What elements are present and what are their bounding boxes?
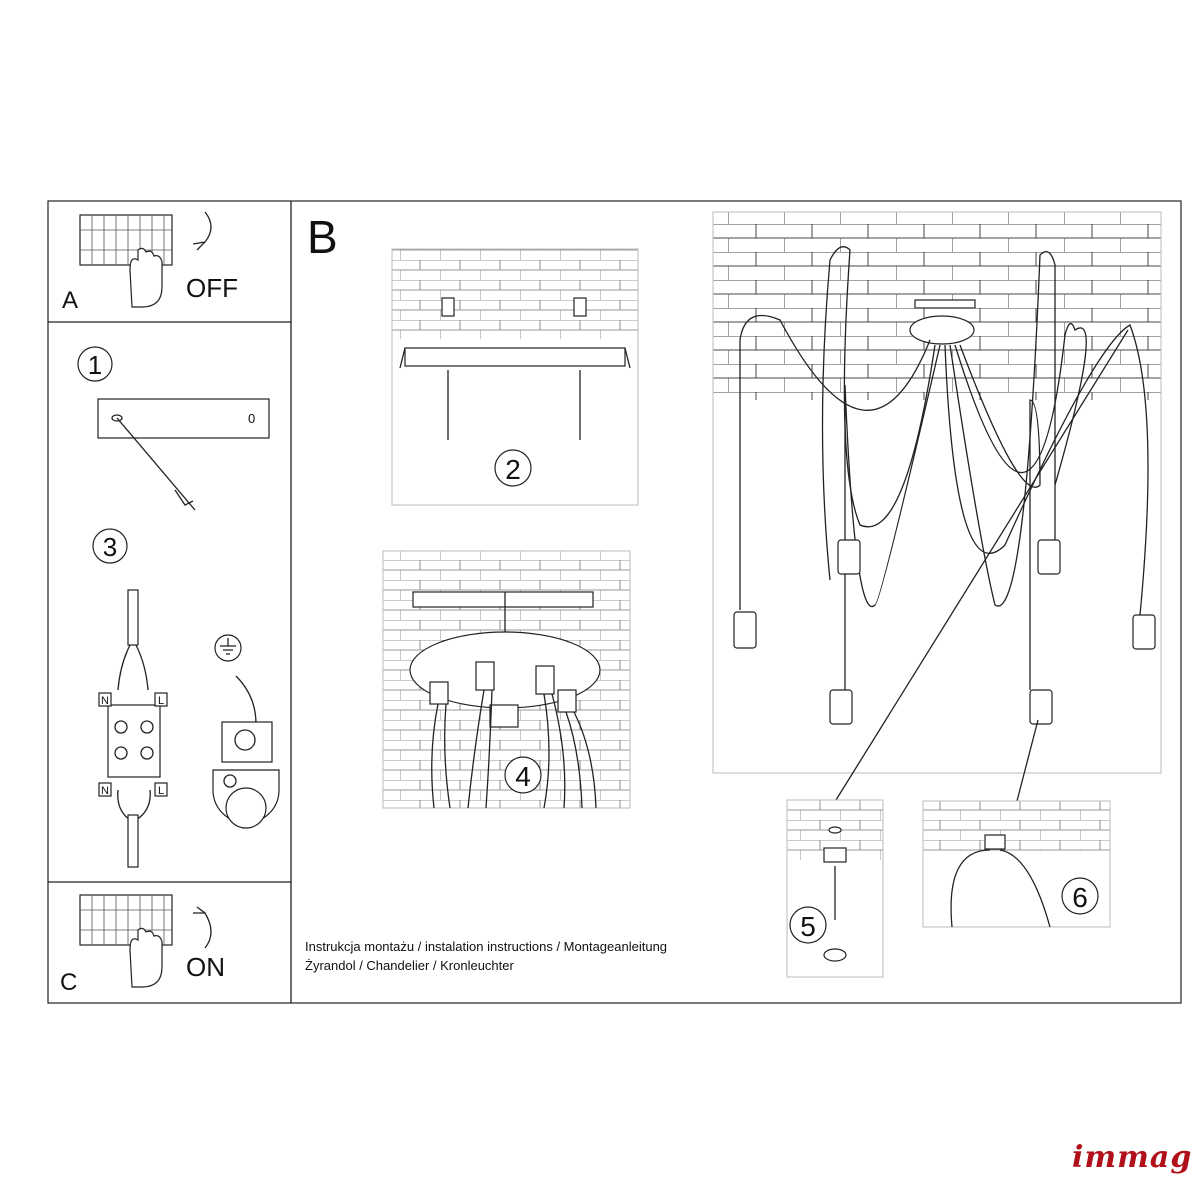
ground-icon [214, 634, 242, 662]
step-3-wiring: 3 N L N L [92, 528, 280, 868]
step-a-label: A [62, 287, 78, 314]
caption-line-1: Instrukcja montażu / instalation instruc… [305, 939, 668, 954]
svg-text:3: 3 [103, 532, 117, 562]
step-1-mounting-plate: 1 0 [77, 346, 270, 511]
arrow-down-icon [192, 211, 212, 251]
svg-text:N: N [101, 785, 109, 797]
hand-icon [129, 247, 163, 308]
step-6-cable-hook: 6 [922, 800, 1111, 928]
step-b-label: B [307, 211, 338, 263]
hand-icon [129, 927, 163, 988]
step-2-bracket: 2 [391, 248, 639, 506]
svg-text:L: L [158, 785, 164, 797]
assembled-chandelier [712, 211, 1162, 802]
svg-text:2: 2 [505, 454, 521, 485]
caption: Instrukcja montażu / instalation instruc… [305, 937, 667, 975]
svg-text:N: N [101, 695, 109, 707]
svg-text:ON: ON [186, 952, 225, 982]
svg-text:1: 1 [88, 350, 102, 380]
step-4-canopy: 4 [382, 550, 631, 809]
off-label: OFF [186, 273, 238, 303]
svg-text:C: C [60, 969, 77, 996]
svg-text:0: 0 [248, 411, 255, 426]
step-5-socket: 5 [786, 799, 884, 978]
brand-logo: immag [1072, 1140, 1193, 1175]
svg-text:L: L [158, 695, 164, 707]
step-a-breaker-off: A OFF [62, 211, 238, 314]
svg-text:5: 5 [800, 911, 816, 942]
caption-line-2: Żyrandol / Chandelier / Kronleuchter [305, 958, 514, 973]
svg-text:4: 4 [515, 761, 531, 792]
arrow-up-icon [193, 906, 212, 949]
svg-text:6: 6 [1072, 882, 1088, 913]
step-c-breaker-on: C ON [60, 894, 225, 996]
